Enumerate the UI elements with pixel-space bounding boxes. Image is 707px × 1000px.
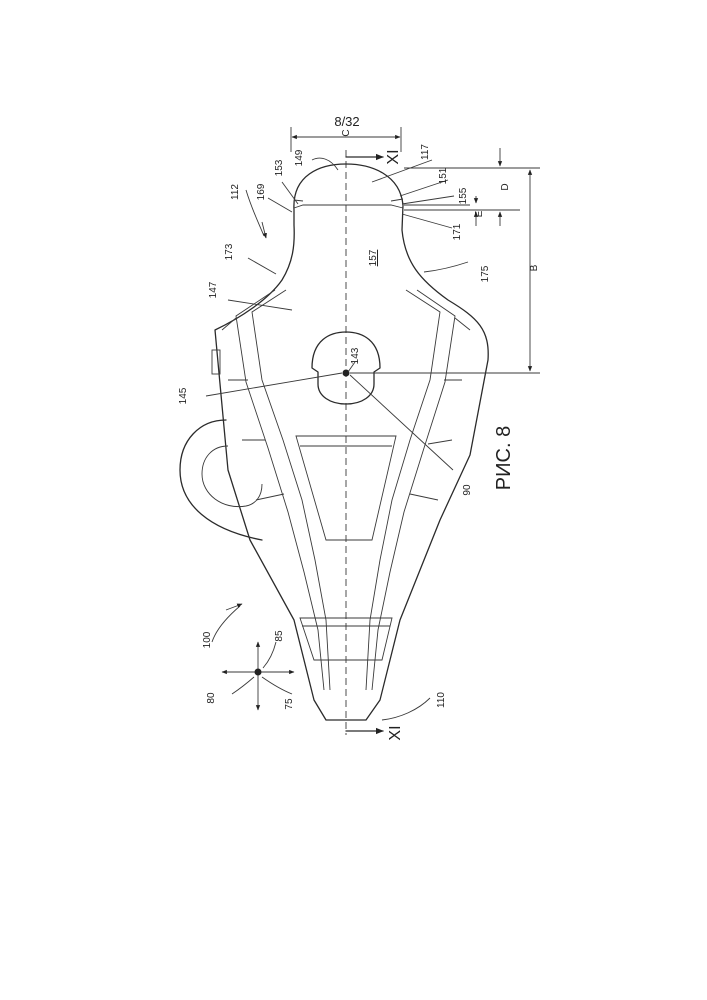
dim-letter-d: D xyxy=(500,183,511,190)
cap-collar xyxy=(294,205,403,208)
numeral-157: 157 xyxy=(368,249,379,266)
numeral-80: 80 xyxy=(206,692,217,704)
dim-letter-e: E xyxy=(474,210,485,217)
numeral-153: 153 xyxy=(274,159,285,176)
numeral-110: 110 xyxy=(436,692,447,708)
figure-caption: РИС. 8 xyxy=(493,426,515,490)
numeral-117: 117 xyxy=(420,144,431,160)
numeral-145: 145 xyxy=(178,387,189,404)
numeral-173: 173 xyxy=(224,243,235,260)
numeral-151: 151 xyxy=(438,167,449,184)
numeral-155: 155 xyxy=(458,187,469,204)
numeral-169: 169 xyxy=(256,183,267,200)
leader-lines xyxy=(206,158,468,720)
numeral-85: 85 xyxy=(274,630,285,642)
numeral-143: 143 xyxy=(350,347,361,364)
section-mark-top: XI xyxy=(385,149,402,164)
body-outline xyxy=(215,164,488,720)
numeral-175: 175 xyxy=(480,265,491,282)
dimension-b xyxy=(350,168,540,373)
section-mark-bottom: XI xyxy=(387,725,404,740)
side-lug xyxy=(180,420,262,540)
pin-center xyxy=(343,370,350,377)
numeral-147: 147 xyxy=(208,281,219,298)
dim-letter-b: B xyxy=(529,264,540,271)
numeral-75: 75 xyxy=(284,698,295,710)
dim-letter-c: C xyxy=(341,129,352,136)
numeral-112: 112 xyxy=(230,184,241,200)
numeral-100: 100 xyxy=(202,631,213,648)
numeral-171: 171 xyxy=(452,223,463,240)
numeral-149: 149 xyxy=(294,149,305,166)
numeral-90: 90 xyxy=(462,484,473,496)
page-number: 8/32 xyxy=(334,114,359,129)
